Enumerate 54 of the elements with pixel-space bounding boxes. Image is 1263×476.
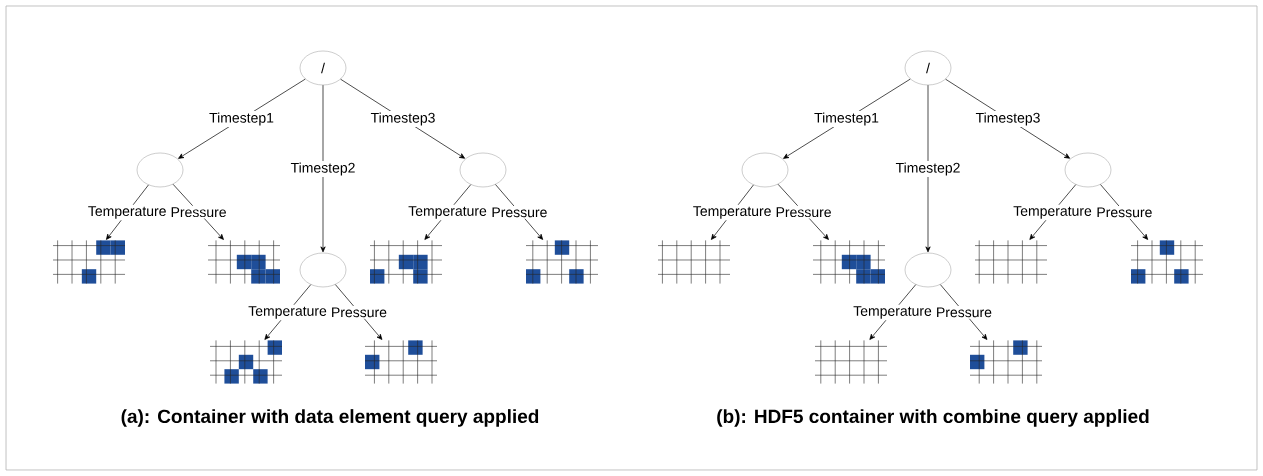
edge-label: Pressure bbox=[171, 207, 226, 218]
edge-label: Temperature bbox=[248, 306, 327, 319]
data-grid-drawing bbox=[207, 240, 281, 284]
group-ellipse bbox=[904, 252, 952, 288]
edge-label: Temperature bbox=[853, 306, 932, 319]
edge-label: Temperature bbox=[693, 206, 771, 219]
data-grid-drawing bbox=[525, 240, 599, 284]
arrow bbox=[925, 84, 931, 253]
edge-label: Timestep3 bbox=[975, 112, 1040, 126]
edge-label: Pressure bbox=[332, 307, 387, 318]
edge-label: Temperature bbox=[408, 206, 487, 219]
arrow bbox=[172, 183, 224, 240]
data-grid-drawing bbox=[209, 340, 283, 384]
arrow bbox=[264, 284, 312, 340]
edge-label: Timestep2 bbox=[895, 162, 960, 176]
arrow bbox=[335, 284, 383, 340]
group-ellipse bbox=[741, 152, 789, 188]
group-ellipse bbox=[136, 152, 184, 188]
arrow bbox=[777, 183, 829, 240]
data-grid-drawing bbox=[369, 240, 443, 284]
arrow bbox=[1029, 184, 1077, 240]
arrow bbox=[424, 184, 472, 240]
group-ellipse bbox=[1064, 152, 1112, 188]
data-grid-drawing bbox=[969, 340, 1043, 384]
data-grid-drawing bbox=[52, 240, 126, 284]
arrow bbox=[940, 284, 988, 340]
data-grid-drawing bbox=[1130, 240, 1204, 284]
arrow bbox=[711, 184, 754, 240]
data-grid-drawing bbox=[974, 240, 1048, 284]
edge-label: Timestep3 bbox=[370, 112, 435, 126]
data-grid-drawing bbox=[812, 240, 886, 284]
arrow bbox=[945, 78, 1070, 159]
edge-label: Timestep2 bbox=[290, 162, 355, 176]
edge-label: Temperature bbox=[88, 206, 166, 219]
group-ellipse bbox=[459, 152, 507, 188]
panel-caption: (b): HDF5 container with combine query applied bbox=[717, 409, 1149, 427]
edge-label: Timestep1 bbox=[814, 112, 879, 126]
data-grid-drawing bbox=[814, 340, 888, 384]
edge-label: Timestep1 bbox=[209, 112, 274, 126]
data-grid-drawing bbox=[364, 340, 438, 384]
arrow bbox=[869, 284, 917, 340]
arrow bbox=[340, 78, 466, 159]
edge-label: Pressure bbox=[937, 307, 992, 318]
edge-label: Pressure bbox=[492, 207, 547, 218]
edge-label: Pressure bbox=[776, 207, 831, 218]
arrow bbox=[320, 84, 326, 253]
arrow bbox=[1100, 184, 1149, 240]
edge-label: Pressure bbox=[1097, 207, 1152, 218]
panel-caption: (a): Container with data element query applied bbox=[121, 409, 539, 427]
arrow bbox=[106, 184, 149, 240]
group-ellipse bbox=[299, 252, 347, 288]
edge-label: Temperature bbox=[1013, 206, 1092, 219]
arrow bbox=[495, 184, 544, 240]
data-grid-drawing bbox=[657, 240, 731, 284]
